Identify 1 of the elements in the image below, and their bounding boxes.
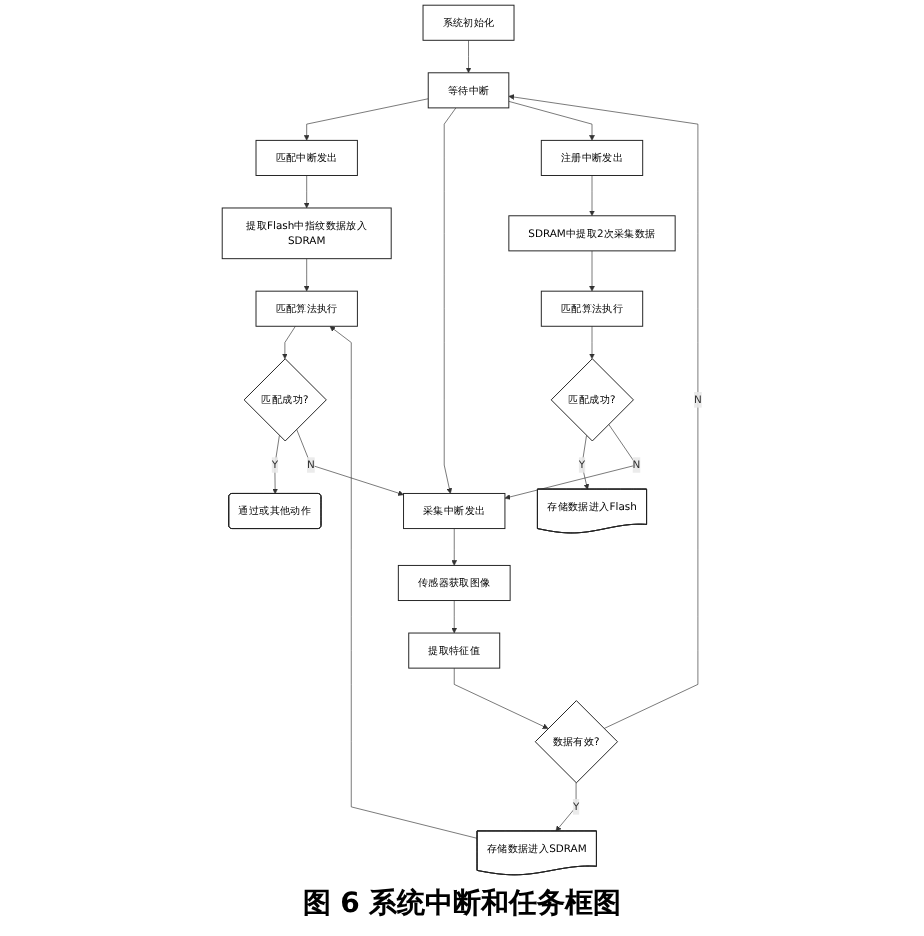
caption: 图 6 系统中断和任务框图: [302, 888, 622, 920]
